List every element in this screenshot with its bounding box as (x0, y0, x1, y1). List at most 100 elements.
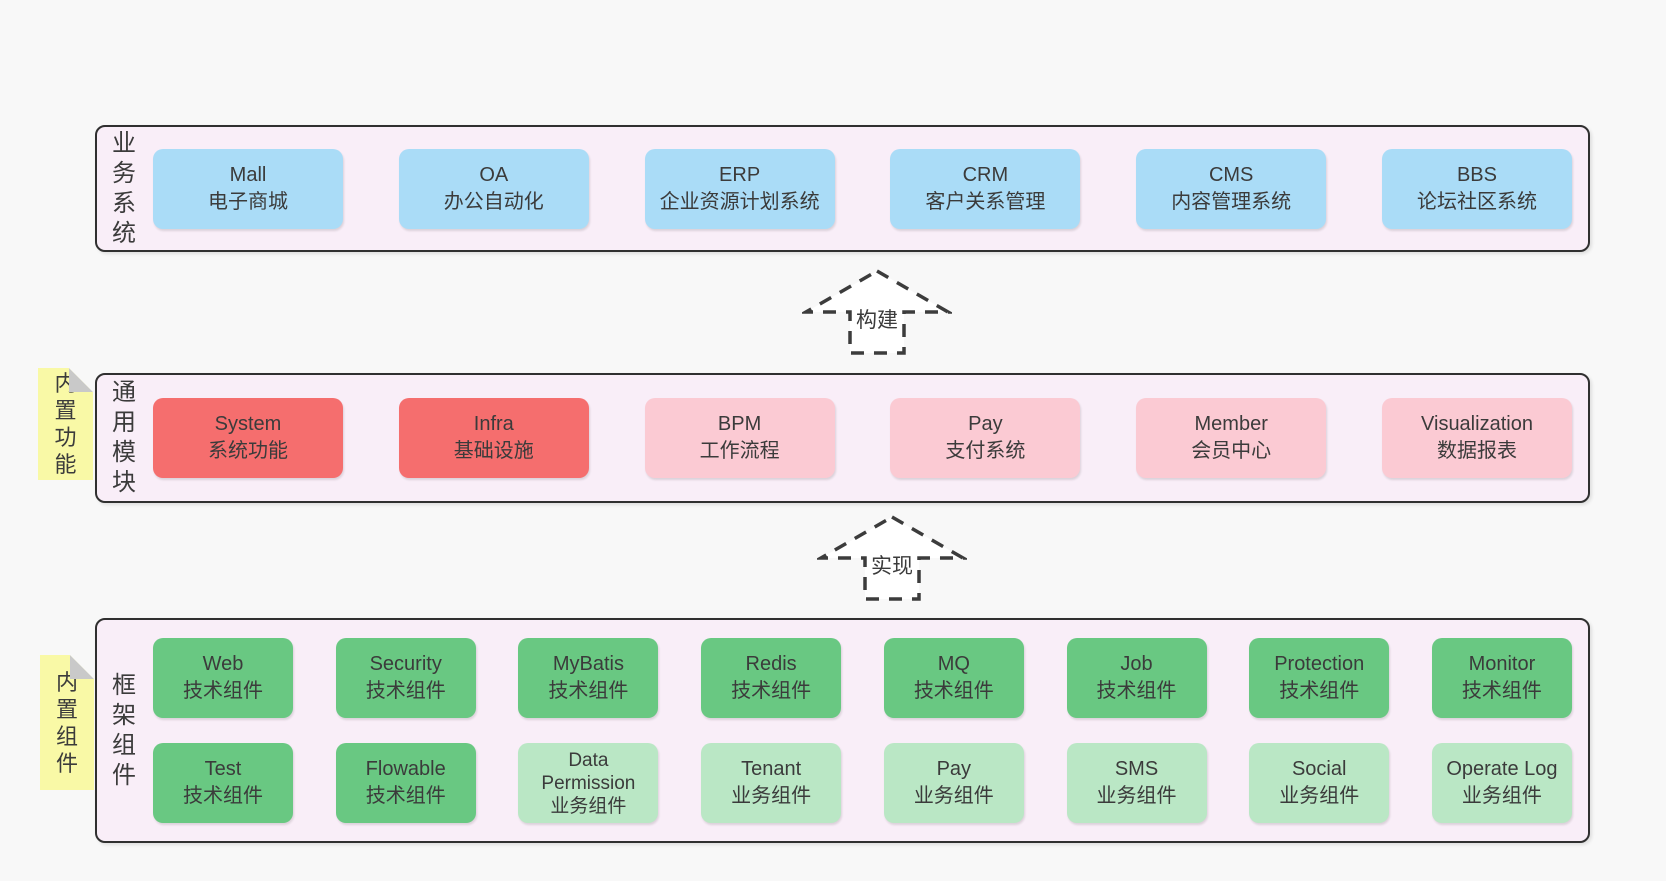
box-operate-log: Operate Log 业务组件 (1431, 743, 1572, 823)
build-arrow: 构建 (802, 268, 952, 356)
box-title: Data Permission (541, 749, 636, 794)
box-title: Mall (229, 163, 267, 186)
box-system: System 系统功能 (153, 398, 343, 478)
implement-arrow: 实现 (817, 514, 967, 602)
sticky-note-built-in-components: 内置组件 (40, 655, 94, 790)
box-title: BBS (1456, 163, 1497, 186)
box-visualization: Visualization 数据报表 (1381, 398, 1572, 478)
box-subtitle: 技术组件 (548, 680, 629, 702)
box-subtitle: 技术组件 (731, 680, 812, 702)
box-title: CRM (962, 163, 1009, 186)
box-title: Infra (473, 413, 514, 435)
sticky-note-built-in-features: 内置功能 (38, 368, 93, 480)
box-subtitle: 电子商城 (208, 190, 288, 213)
box-subtitle: 技术组件 (1461, 680, 1542, 702)
box-subtitle: 数据报表 (1436, 440, 1517, 462)
band-label-business: 业务系统 (112, 129, 136, 247)
box-subtitle: 论坛社区系统 (1416, 190, 1537, 213)
component-row-1: Web 技术组件 Security 技术组件 MyBatis 技术组件 Redi… (153, 638, 1572, 718)
band-common-modules: 通用模块 System 系统功能 Infra 基础设施 BPM 工作流程 Pay… (95, 373, 1590, 503)
box-subtitle: 业务组件 (731, 785, 812, 807)
box-subtitle: 办公自动化 (443, 190, 544, 213)
box-subtitle: 客户关系管理 (925, 190, 1046, 213)
box-title: Pay (936, 758, 972, 780)
component-row-2: Test 技术组件 Flowable 技术组件 Data Permission … (153, 743, 1572, 823)
box-title: Member (1194, 413, 1268, 435)
box-sms: SMS 业务组件 (1066, 743, 1207, 823)
box-protection: Protection 技术组件 (1249, 638, 1390, 718)
box-pay-system: Pay 支付系统 (890, 398, 1081, 478)
box-bbs: BBS 论坛社区系统 (1381, 148, 1572, 229)
box-mq: MQ 技术组件 (883, 638, 1024, 718)
box-security: Security 技术组件 (335, 638, 476, 718)
folded-corner-icon (69, 368, 93, 392)
box-subtitle: 工作流程 (699, 440, 780, 462)
box-title: Pay (968, 413, 1003, 435)
box-title: MyBatis (552, 653, 624, 675)
box-subtitle: 内容管理系统 (1171, 190, 1292, 213)
band-label-modules: 通用模块 (112, 379, 136, 496)
box-subtitle: 业务组件 (1461, 785, 1542, 807)
box-title: Tenant (741, 758, 802, 780)
box-subtitle: 企业资源计划系统 (659, 190, 820, 213)
box-mall: Mall 电子商城 (153, 148, 343, 229)
box-title: CMS (1208, 163, 1254, 186)
box-subtitle: 技术组件 (1096, 680, 1177, 702)
box-title: Monitor (1468, 653, 1536, 675)
box-bpm: BPM 工作流程 (644, 398, 835, 478)
box-title: Visualization (1421, 413, 1533, 435)
box-title: Operate Log (1446, 758, 1558, 780)
box-title: SMS (1114, 758, 1159, 780)
business-boxes: Mall 电子商城 OA 办公自动化 ERP 企业资源计划系统 CRM 客户关系… (139, 148, 1588, 229)
box-subtitle: 技术组件 (1279, 680, 1360, 702)
box-test: Test 技术组件 (153, 743, 293, 823)
box-title: Protection (1274, 653, 1365, 675)
box-subtitle: 技术组件 (365, 680, 446, 702)
folded-corner-icon (70, 655, 94, 679)
box-subtitle: 技术组件 (183, 785, 263, 807)
box-title: Job (1120, 653, 1153, 675)
box-subtitle: 业务组件 (1096, 785, 1177, 807)
box-title: Social (1291, 758, 1347, 780)
box-infra: Infra 基础设施 (398, 398, 589, 478)
box-title: Security (369, 653, 442, 675)
arrow-label-implement: 实现 (868, 550, 916, 580)
box-flowable: Flowable 技术组件 (335, 743, 476, 823)
box-title: OA (479, 163, 509, 186)
band-framework-components: 框架组件 Web 技术组件 Security 技术组件 MyBatis 技术组件… (95, 618, 1590, 843)
box-title: BPM (717, 413, 762, 435)
box-crm: CRM 客户关系管理 (890, 148, 1081, 229)
box-mybatis: MyBatis 技术组件 (518, 638, 659, 718)
box-data-permission: Data Permission 业务组件 (518, 743, 659, 823)
arrow-label-build: 构建 (853, 304, 901, 334)
box-tenant: Tenant 业务组件 (701, 743, 842, 823)
box-subtitle: 业务组件 (1279, 785, 1360, 807)
box-subtitle: 技术组件 (913, 680, 994, 702)
box-title: Web (202, 653, 244, 675)
box-title: Test (204, 758, 242, 780)
band-label-components: 框架组件 (112, 671, 136, 789)
box-subtitle: 业务组件 (550, 795, 627, 817)
box-title: MQ (937, 653, 970, 675)
box-title: ERP (719, 163, 761, 186)
box-subtitle: 会员中心 (1191, 440, 1272, 462)
box-subtitle: 系统功能 (208, 440, 288, 462)
box-pay-component: Pay 业务组件 (883, 743, 1024, 823)
band-business-systems: 业务系统 Mall 电子商城 OA 办公自动化 ERP 企业资源计划系统 CRM… (95, 125, 1590, 252)
box-social: Social 业务组件 (1249, 743, 1390, 823)
box-subtitle: 技术组件 (365, 785, 446, 807)
box-job: Job 技术组件 (1066, 638, 1207, 718)
box-title: System (214, 413, 282, 435)
box-oa: OA 办公自动化 (398, 148, 589, 229)
box-title: Flowable (365, 758, 446, 780)
component-rows: Web 技术组件 Security 技术组件 MyBatis 技术组件 Redi… (139, 638, 1588, 823)
box-redis: Redis 技术组件 (701, 638, 842, 718)
box-cms: CMS 内容管理系统 (1136, 148, 1327, 229)
box-subtitle: 支付系统 (945, 440, 1026, 462)
sticky-label: 内置组件 (55, 669, 78, 776)
box-erp: ERP 企业资源计划系统 (644, 148, 835, 229)
box-subtitle: 技术组件 (183, 680, 263, 702)
box-subtitle: 业务组件 (913, 785, 994, 807)
box-member: Member 会员中心 (1136, 398, 1327, 478)
